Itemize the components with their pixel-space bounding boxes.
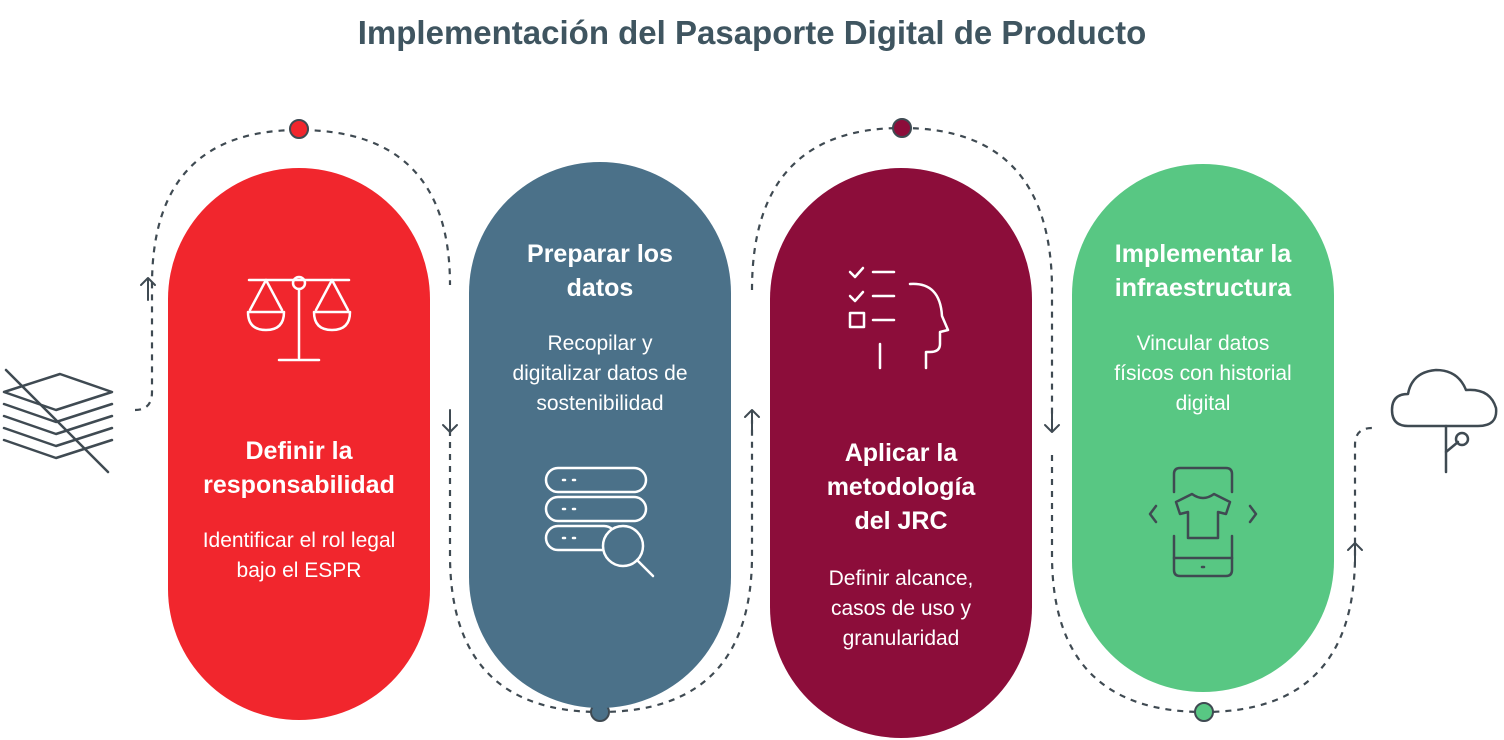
database-search-icon <box>544 466 655 578</box>
step-description-line: Vincular datos <box>1136 332 1270 355</box>
flow-path-start <box>134 128 452 412</box>
step-title-line: responsabilidad <box>203 471 395 499</box>
checklist-head-icon <box>848 266 950 370</box>
step-define-responsibility: Definir la responsabilidad Identificar e… <box>168 168 430 720</box>
flow-path-bottom-2 <box>1050 426 1373 714</box>
cloud-icon <box>1390 368 1498 474</box>
step-title-line: infraestructura <box>1114 274 1292 302</box>
step-description-line: digital <box>1175 392 1231 415</box>
step-title-line: Preparar los <box>527 240 673 268</box>
step-description-line: Definir alcance, <box>828 567 974 590</box>
step-apply-jrc-methodology: Aplicar la metodología del JRC Definir a… <box>770 168 1032 738</box>
step-title-line: del JRC <box>854 507 948 535</box>
phone-tshirt-icon <box>1148 466 1258 578</box>
step-implement-infrastructure: Implementar la infraestructura Vincular … <box>1072 164 1334 692</box>
step-description-line: granularidad <box>842 627 960 650</box>
diagram-title: Implementación del Pasaporte Digital de … <box>357 14 1147 51</box>
step-description-line: Recopilar y <box>547 332 653 355</box>
step-description-line: sostenibilidad <box>536 392 664 415</box>
step-description-line: Identificar el rol legal <box>202 529 396 552</box>
arrow-up-icon <box>744 409 760 433</box>
step-title-line: datos <box>566 274 634 302</box>
step-title-line: metodología <box>826 473 976 501</box>
step-prepare-data: Preparar los datos Recopilar y digitaliz… <box>469 162 731 708</box>
step-description-line: casos de uso y <box>830 597 972 620</box>
balance-scale-icon <box>246 275 352 362</box>
step-description-line: digitalizar datos de <box>512 362 688 385</box>
step-description-line: bajo el ESPR <box>236 559 362 582</box>
step-title-line: Definir la <box>245 437 353 465</box>
arrow-down-icon <box>442 409 458 433</box>
arrow-up-icon <box>140 277 156 301</box>
step-title-line: Implementar la <box>1114 240 1292 268</box>
crossed-documents-icon <box>2 368 114 474</box>
flow-node-green <box>1194 702 1214 722</box>
arrow-up-icon <box>1347 542 1363 566</box>
flow-node-red <box>289 119 309 139</box>
arrow-down-icon <box>1044 409 1060 433</box>
flow-node-maroon <box>892 118 912 138</box>
step-description-line: físicos con historial <box>1114 362 1292 385</box>
step-title-line: Aplicar la <box>844 439 958 467</box>
